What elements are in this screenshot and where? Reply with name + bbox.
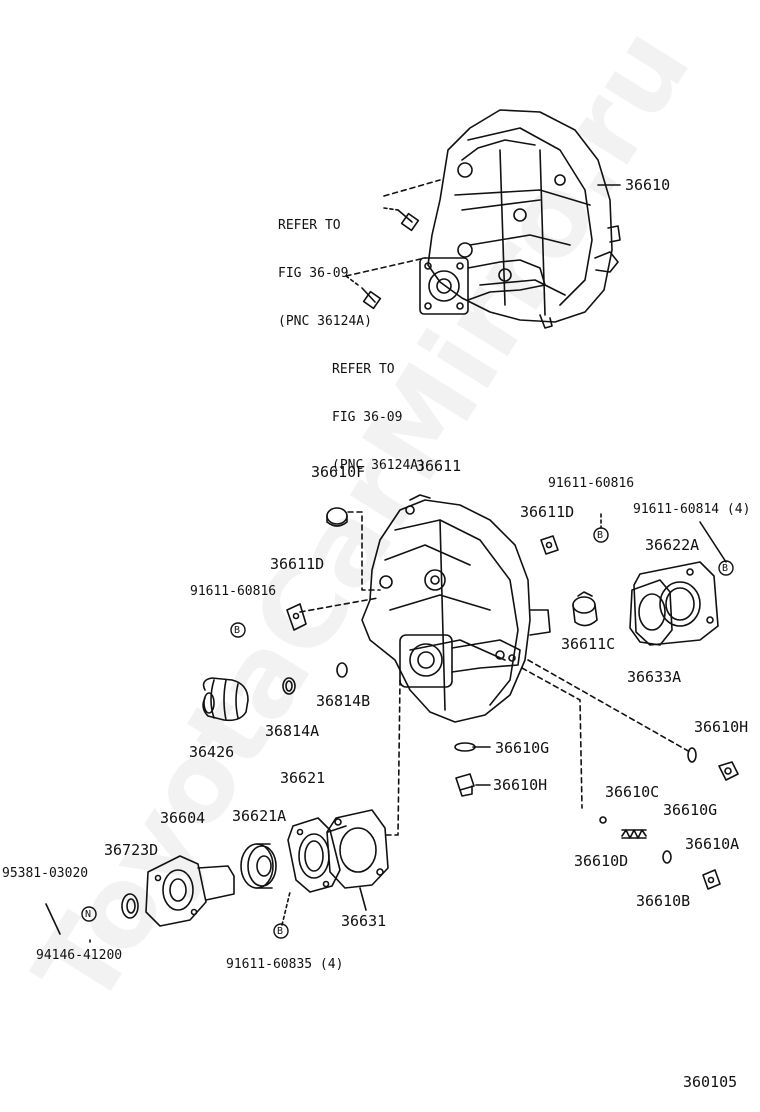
part-36426	[202, 677, 249, 722]
part-36610D	[599, 816, 607, 824]
part-36610B	[662, 850, 672, 864]
b-marker-icon: B	[597, 530, 604, 541]
reference-line: REFER TO	[332, 362, 395, 377]
part-36611D-left	[286, 603, 307, 631]
label-36426: 36426	[189, 743, 235, 761]
transfer-case-assembly	[419, 109, 621, 329]
reference-line: FIG 36-09	[332, 410, 403, 425]
label-36610H-right: 36610H	[694, 718, 749, 736]
label-36611: 36611	[416, 457, 462, 475]
label-36611D-left: 36611D	[270, 555, 325, 573]
part-95381-03020	[45, 903, 61, 935]
leader-b-right	[699, 521, 727, 563]
reference-bolts-upper	[345, 179, 621, 310]
n-marker-icon: N	[85, 909, 92, 920]
part-36814A	[282, 677, 296, 695]
leader-36631	[359, 887, 367, 911]
part-36621A	[240, 843, 277, 889]
reference-line: (PNC 36124A)	[332, 458, 426, 473]
part-36610A	[702, 869, 721, 890]
label-36723D: 36723D	[104, 841, 159, 859]
b-marker-icon: B	[234, 625, 241, 636]
part-36610C	[621, 829, 647, 839]
label-36610D: 36610D	[574, 852, 629, 870]
leader-lines	[299, 511, 691, 836]
case-36611	[361, 494, 551, 723]
reference-note-upper: REFER TO FIG 36-09 (PNC 36124A)	[278, 186, 372, 362]
part-36610F	[326, 507, 348, 527]
label-36610H-mid: 36610H	[493, 776, 548, 794]
figure-number: 360105	[683, 1073, 738, 1091]
part-36611C	[572, 591, 598, 627]
label-36814B: 36814B	[316, 692, 371, 710]
label-36633A: 36633A	[627, 668, 682, 686]
reference-line: REFER TO	[278, 218, 341, 233]
part-36610H-right	[718, 761, 739, 781]
label-36610: 36610	[625, 176, 671, 194]
reference-note-lower: REFER TO FIG 36-09 (PNC 36124A)	[332, 330, 426, 506]
label-36621: 36621	[280, 769, 326, 787]
reference-line: FIG 36-09	[278, 266, 349, 281]
label-95381-03020: 95381-03020	[2, 866, 89, 881]
part-36604	[145, 855, 235, 927]
b-marker-icon: B	[722, 563, 729, 574]
label-94146-41200: 94146-41200	[36, 948, 123, 963]
reference-line: (PNC 36124A)	[278, 314, 372, 329]
part-36610G-right	[687, 747, 697, 763]
part-36633A	[629, 579, 673, 646]
label-36604: 36604	[160, 809, 206, 827]
label-91611-60816-left: 91611-60816	[190, 584, 277, 599]
part-36622A	[633, 561, 719, 646]
label-36610F: 36610F	[311, 463, 366, 481]
part-36814B	[336, 662, 348, 678]
label-91611-60835: 91611-60835 (4)	[226, 957, 344, 972]
part-36621	[287, 817, 347, 893]
part-36723D	[121, 893, 139, 919]
label-36631: 36631	[341, 912, 387, 930]
label-36610G-mid: 36610G	[495, 739, 550, 757]
label-91611-60816-top: 91611-60816	[548, 476, 635, 491]
label-36610C: 36610C	[605, 783, 660, 801]
label-36622A: 36622A	[645, 536, 700, 554]
label-36610A: 36610A	[685, 835, 740, 853]
part-36611D-right	[540, 535, 559, 555]
label-36621A: 36621A	[232, 807, 287, 825]
label-36611C: 36611C	[561, 635, 616, 653]
part-36610H-mid	[455, 773, 475, 797]
label-36611D-right: 36611D	[520, 503, 575, 521]
label-36814A: 36814A	[265, 722, 320, 740]
leader-b-lower	[281, 891, 291, 926]
label-36610B: 36610B	[636, 892, 691, 910]
b-marker-icon: B	[277, 926, 284, 937]
label-36610G-right: 36610G	[663, 801, 718, 819]
label-91611-60814: 91611-60814 (4)	[633, 502, 751, 517]
